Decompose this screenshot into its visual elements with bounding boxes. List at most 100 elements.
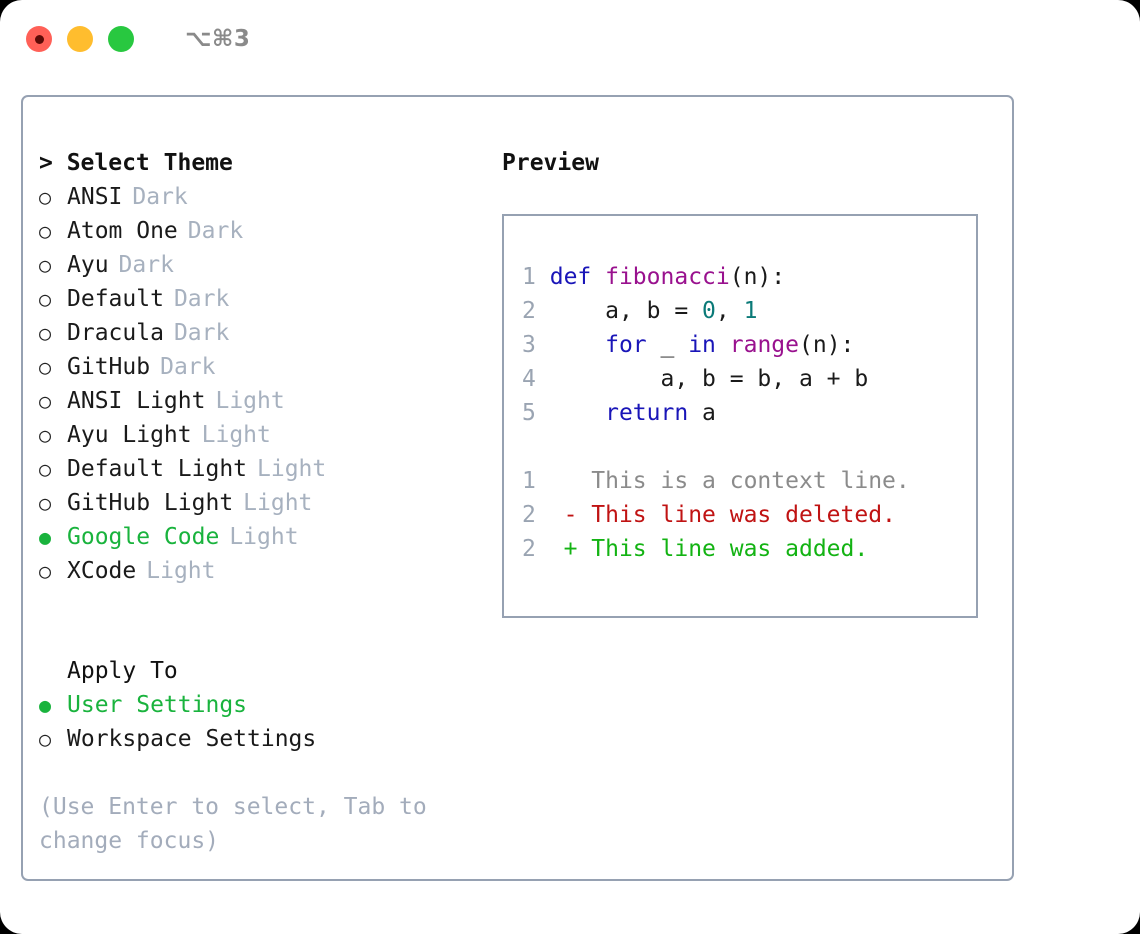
maximize-button[interactable] [108, 26, 134, 52]
code-token-plain: (n): [799, 332, 855, 358]
code-token-kw: in [688, 332, 716, 358]
theme-variant-badge: Light [243, 490, 313, 516]
theme-option-ansi[interactable]: ○ ANSI Dark [39, 180, 479, 214]
minimize-button[interactable] [67, 26, 93, 52]
radio-unselected-icon: ○ [39, 219, 52, 243]
code-token-kw: for [605, 332, 647, 358]
code-token-plain: a [688, 400, 716, 426]
diff-line-ctx: 1 This is a context line. [522, 464, 976, 498]
code-token-plain [716, 332, 730, 358]
radio-unselected-icon: ○ [39, 727, 52, 751]
theme-option-atom-one[interactable]: ○ Atom One Dark [39, 214, 479, 248]
theme-variant-badge: Dark [118, 252, 174, 278]
theme-option-ansi-light[interactable]: ○ ANSI Light Light [39, 384, 479, 418]
theme-variant-badge: Light [215, 388, 285, 414]
line-number: 2 [522, 536, 536, 562]
theme-option-default-light[interactable]: ○ Default Light Light [39, 452, 479, 486]
line-number: 4 [522, 366, 536, 392]
code-token-num: 1 [743, 298, 758, 324]
radio-selected-icon: ● [39, 525, 52, 549]
line-gutter-space [536, 468, 564, 494]
keyboard-hint-text: (Use Enter to select, Tab to change focu… [39, 794, 427, 854]
line-number: 5 [522, 400, 536, 426]
theme-variant-badge: Dark [132, 184, 188, 210]
code-token-fn: fibonacci [605, 264, 730, 290]
theme-variant-badge: Light [146, 558, 216, 584]
code-token-plain: a, b = [549, 298, 703, 324]
line-number: 2 [522, 298, 536, 324]
theme-variant-badge: Light [201, 422, 271, 448]
code-line: 5 return a [522, 396, 976, 430]
line-gutter-space [536, 536, 564, 562]
radio-unselected-icon: ○ [39, 491, 52, 515]
preview-spacer [522, 430, 976, 464]
line-gutter-space [536, 366, 550, 392]
radio-selected-icon: ● [39, 693, 52, 717]
theme-variant-badge: Dark [187, 218, 244, 244]
apply-to-header: Apply To [67, 658, 178, 684]
code-line: 1 def fibonacci(n): [522, 260, 976, 294]
code-token-kw: return [605, 400, 689, 426]
code-token-plain: _ [646, 332, 689, 358]
radio-unselected-icon: ○ [39, 457, 52, 481]
theme-option-label: Dracula [67, 320, 164, 346]
diff-marker-ctx [564, 468, 592, 494]
theme-option-label: Ayu Light [67, 422, 192, 448]
code-token-plain: , [715, 298, 744, 324]
apply-option-workspace-settings[interactable]: ○Workspace Settings [39, 722, 479, 756]
code-token-plain: (n): [729, 264, 786, 290]
theme-option-label: XCode [67, 558, 137, 584]
theme-option-label: Ayu [67, 252, 109, 278]
code-line: 2 a, b = 0, 1 [522, 294, 976, 328]
radio-unselected-icon: ○ [39, 185, 52, 209]
line-number: 2 [522, 502, 536, 528]
diff-text: This line was deleted. [591, 502, 896, 528]
code-token-fn: range [729, 332, 800, 358]
code-line: 4 a, b = b, a + b [522, 362, 976, 396]
code-token-plain [550, 332, 605, 358]
diff-text: This line was added. [591, 536, 869, 562]
line-number: 1 [522, 264, 536, 290]
preview-title: Preview [502, 150, 599, 176]
theme-option-label: ANSI Light [67, 388, 206, 414]
code-line: 3 for _ in range(n): [522, 328, 976, 362]
theme-option-label: Default Light [67, 456, 248, 482]
apply-option-label: User Settings [67, 692, 248, 718]
title-bar: ⌥⌘3 [0, 0, 1140, 78]
theme-option-label: GitHub [67, 354, 151, 380]
theme-option-label: ANSI [67, 184, 123, 210]
diff-marker-add: + [563, 536, 592, 562]
theme-variant-badge: Light [257, 456, 327, 482]
radio-unselected-icon: ○ [39, 389, 52, 413]
theme-option-label: Google Code [67, 524, 220, 550]
close-button[interactable] [26, 26, 52, 52]
theme-option-label: Atom One [67, 218, 178, 244]
line-gutter-space [536, 264, 550, 290]
theme-variant-badge: Light [229, 524, 299, 550]
code-token-plain: a, b = b, a + b [549, 366, 869, 392]
code-token-plain [550, 400, 605, 426]
radio-unselected-icon: ○ [39, 287, 52, 311]
theme-option-google-code[interactable]: ● Google Code Light [39, 520, 479, 554]
line-number: 3 [522, 332, 536, 358]
theme-variant-badge: Dark [173, 320, 230, 346]
theme-variant-badge: Dark [173, 286, 230, 312]
diff-line-del: 2 - This line was deleted. [522, 498, 976, 532]
apply-option-user-settings[interactable]: ● User Settings [39, 688, 479, 722]
code-token-num: 0 [702, 298, 716, 324]
apply-to-list: ● User Settings ○Workspace Settings [39, 688, 479, 756]
diff-sample: 1 This is a context line.2 - This line w… [522, 464, 976, 566]
line-gutter-space [536, 332, 550, 358]
